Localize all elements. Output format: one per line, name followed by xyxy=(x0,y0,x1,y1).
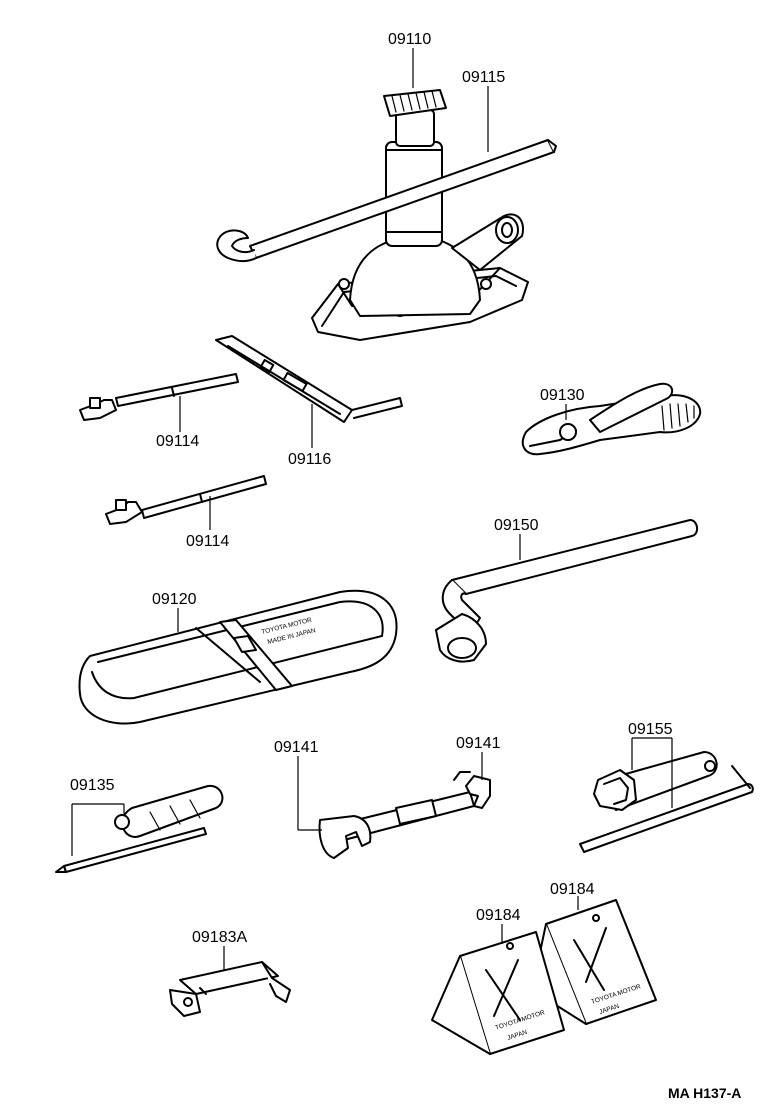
label-09110: 09110 xyxy=(388,31,431,48)
handle-rod-2-drawing xyxy=(105,475,267,525)
reference-code: MA H137-A xyxy=(668,1085,741,1101)
label-09130: 09130 xyxy=(540,387,585,404)
wheel-nut-wrench-drawing xyxy=(435,519,698,663)
handle-rod-1-drawing xyxy=(79,373,239,421)
label-09115: 09115 xyxy=(462,69,505,86)
jack-handle-drawing xyxy=(216,139,557,262)
label-09155: 09155 xyxy=(628,721,673,738)
screwdriver-drawing xyxy=(55,784,224,873)
tool-bag-drawing: TOYOTA MOTOR MADE IN JAPAN xyxy=(78,589,398,725)
double-wrench-drawing xyxy=(318,771,491,859)
pliers-drawing xyxy=(521,382,702,456)
box-wrench-drawing xyxy=(579,751,754,853)
label-09116: 09116 xyxy=(288,451,331,468)
label-09184-back: 09184 xyxy=(550,881,595,898)
label-09114-1: 09114 xyxy=(156,433,199,450)
label-09135: 09135 xyxy=(70,777,115,794)
label-09114-2: 09114 xyxy=(186,533,229,550)
jack-drawing xyxy=(311,89,529,341)
label-09120: 09120 xyxy=(152,591,197,608)
label-09141-left: 09141 xyxy=(274,739,319,756)
label-09141-right: 09141 xyxy=(456,735,501,752)
handle-bar-drawing xyxy=(215,335,403,423)
clip-drawing xyxy=(169,961,291,1017)
wheel-chock-front-drawing: TOYOTA MOTOR JAPAN xyxy=(431,931,565,1055)
wheel-chock-back-drawing: TOYOTA MOTOR JAPAN xyxy=(531,899,657,1025)
label-09183A: 09183A xyxy=(192,929,247,946)
label-09184-front: 09184 xyxy=(476,907,521,924)
label-09150: 09150 xyxy=(494,517,539,534)
